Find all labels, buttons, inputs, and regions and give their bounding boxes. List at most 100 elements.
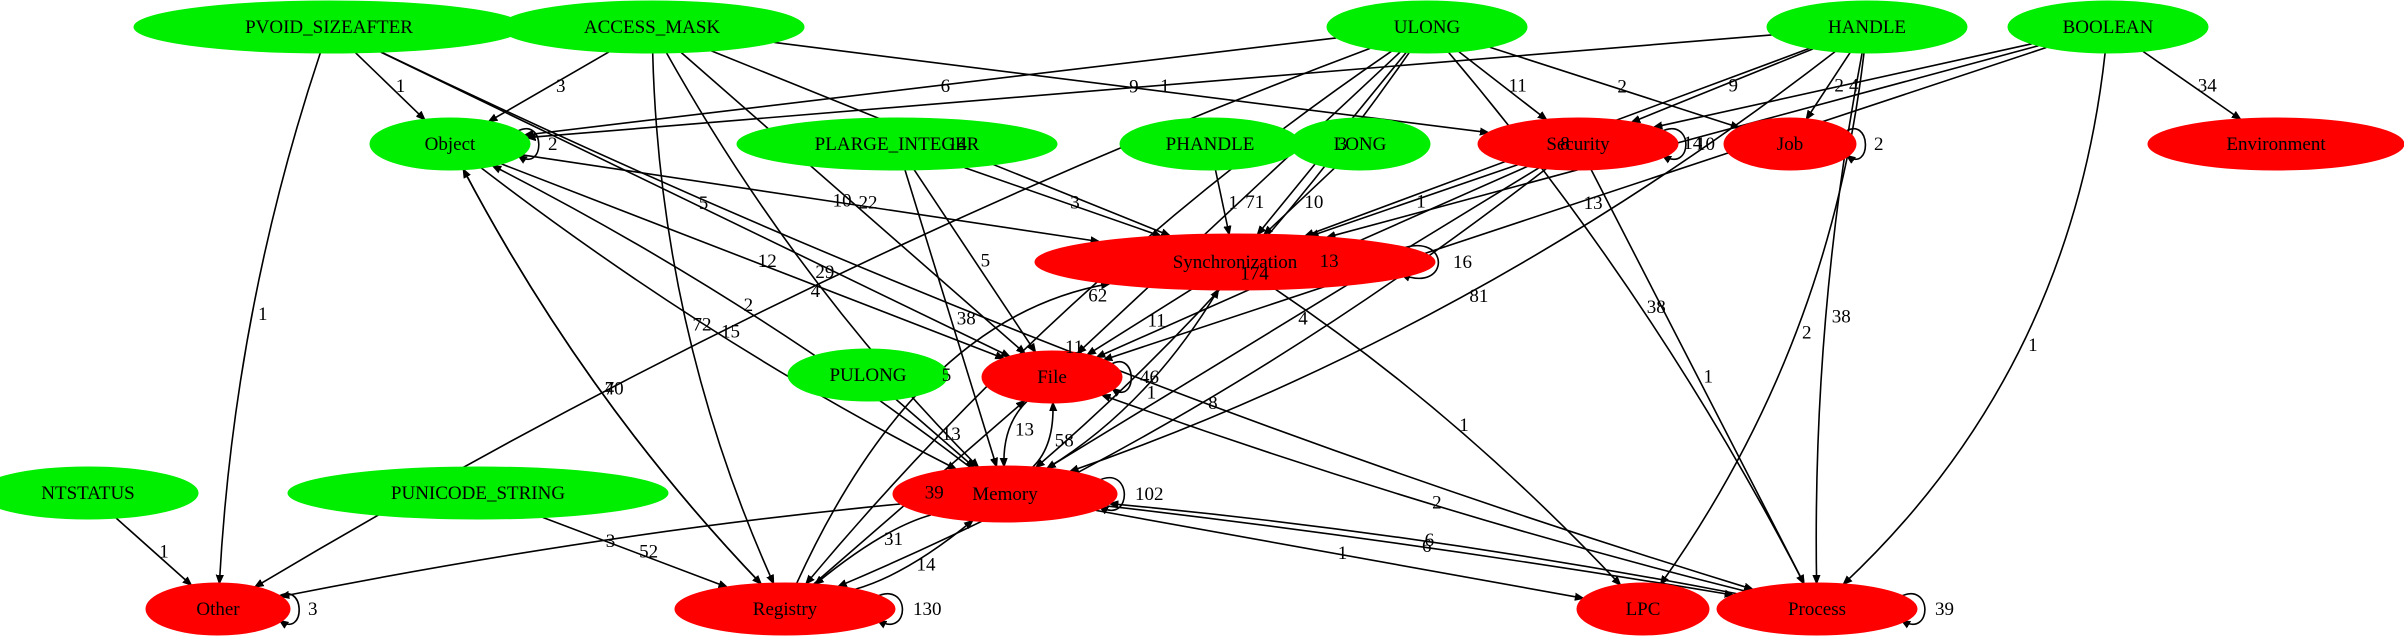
edge-line [1310,163,1518,236]
edge-label: 38 [1647,297,1666,318]
edge-label: 71 [1245,192,1264,213]
node-label: LPC [1626,599,1661,620]
edge-line [1398,244,1440,279]
edge-label: 10 [833,191,852,212]
edge-boolean-to-environment [2142,50,2240,119]
node-label: Registry [753,599,818,620]
edge-line [1096,477,1126,511]
node-shape [1326,0,1528,54]
edge-memory-to-file [1032,403,1053,468]
edge-label: 62 [1088,286,1107,307]
edge-label: 81 [1469,286,1488,307]
node-label: PULONG [829,365,906,386]
edge-line [651,52,774,583]
node-file: File [981,350,1123,404]
edge-ulong-to-registry [806,50,1392,583]
edge-other-to-other [276,593,300,624]
edge-label: 2 [1874,134,1884,155]
edge-pvoid_sizeafter-to-file [380,51,1010,356]
edge-line [480,167,956,469]
edge-line [665,52,979,467]
edge-security-to-synchronization [1310,163,1518,236]
edge-handle-to-process [1816,52,1863,583]
node-shape [0,466,199,520]
edge-line [1898,593,1926,624]
edge-label: 13 [942,424,961,445]
edge-label: 1 [1704,367,1714,388]
node-label: Memory [972,484,1038,505]
edge-line [1088,288,1192,354]
edge-label: 6 [1425,530,1435,551]
edge-label: 13 [1584,193,1603,214]
node-label: Process [1788,599,1846,620]
edge-label: 15 [721,321,740,342]
edge-memory-to-synchronization [1046,290,1218,469]
edge-line [839,168,1547,587]
edge-line [380,51,1010,356]
edge-label: 2 [1432,493,1442,514]
edge-line [1104,46,2047,360]
edge-line [501,163,1003,358]
edge-line [1844,52,2106,584]
node-shape [1723,117,1857,171]
node-shape [981,350,1123,404]
edge-memory-to-process [1106,505,1733,595]
node-label: Environment [2226,134,2326,155]
edge-label: 12 [758,251,777,272]
edge-pulong-to-memory [895,398,974,467]
node-pulong: PULONG [787,348,949,402]
node-lpc: LPC [1576,582,1710,636]
node-label: PVOID_SIZEAFTER [245,17,413,38]
edge-label: 72 [693,315,712,336]
edge-security-to-security [1659,128,1687,159]
node-synchronization: Synchronization [1034,233,1436,291]
node-plarge-integer: PLARGE_INTEGER [736,117,1058,171]
node-label: NTSTATUS [41,483,135,504]
edge-label: 39 [1935,599,1954,620]
node-shape [1716,582,1918,636]
node-label: File [1037,367,1067,388]
edge-line [515,128,540,159]
edge-synchronization-to-file [1088,288,1192,354]
edge-label: 5 [699,193,709,214]
edge-label: 130 [913,599,942,620]
node-shape [145,582,291,636]
edge-plarge_integer-to-file [913,169,1035,352]
edge-label: 1 [258,304,268,325]
node-security: Security [1477,117,1679,171]
edge-label: 40 [605,378,624,399]
edge-plarge_integer-to-synchronization [964,166,1161,236]
edge-label: 4 [811,281,821,302]
edge-long-to-synchronization [1264,167,1335,234]
edge-label: 16 [1453,252,1472,273]
edge-label: 14 [1683,133,1703,154]
node-shape [1477,117,1679,171]
edge-label: 11 [1509,76,1527,97]
edge-ulong-to-process [1447,51,1804,583]
node-label: PLARGE_INTEGER [815,134,980,155]
edge-label: 13 [1320,251,1339,272]
edge-line [542,516,727,587]
node-phandle: PHANDLE [1119,117,1301,171]
edge-label: 2 [1617,76,1627,97]
edge-line [1032,403,1053,468]
edge-line [1816,52,1863,583]
edge-label: 3 [308,599,318,620]
edge-memory-to-other [281,503,901,597]
edge-line [874,593,904,624]
edge-line [855,521,973,590]
node-shape [1289,117,1431,171]
edge-line [904,169,996,466]
edge-label: 1 [1459,415,1469,436]
edge-access_mask-to-file [680,51,1024,354]
edge-access_mask-to-object [489,51,610,121]
edge-label: 10 [1696,134,1715,155]
edge-ulong-to-security [1458,50,1546,120]
edge-label: 22 [859,192,878,213]
edge-label: 3 [606,531,616,552]
edge-object-to-memory [480,167,956,469]
edge-line [1590,169,1804,583]
edge-label: 1 [2028,335,2038,356]
edge-ulong-to-object [525,37,1337,135]
node-shape [1766,0,1968,54]
